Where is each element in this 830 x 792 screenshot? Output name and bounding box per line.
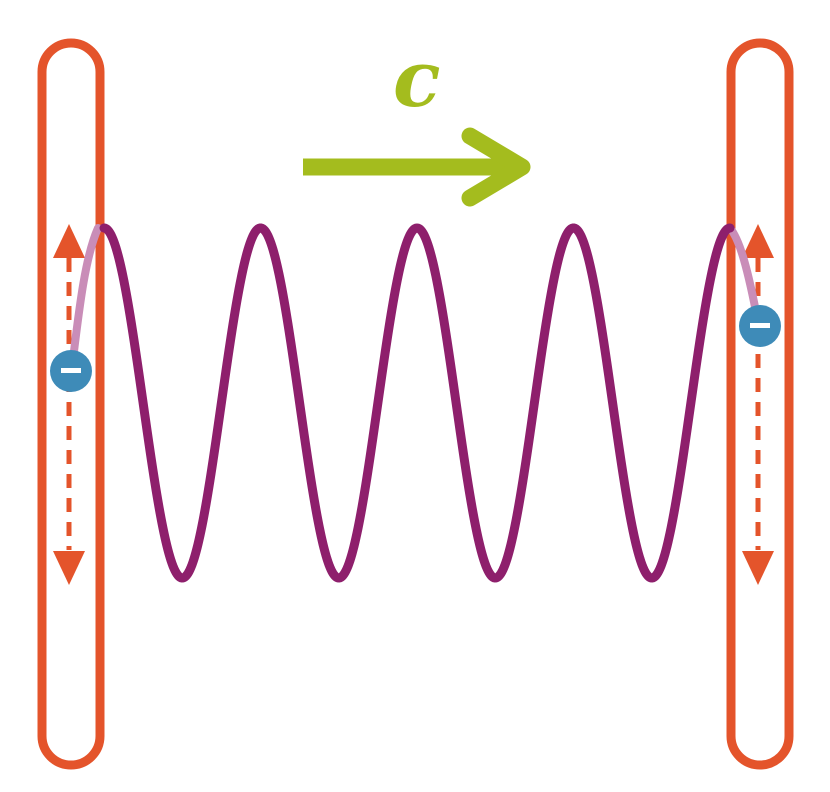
right-antenna: [726, 38, 794, 770]
right-electron-icon: [739, 305, 781, 347]
speed-of-light-label: c: [393, 34, 441, 125]
left-antenna: [37, 38, 105, 770]
left-electron-icon: [50, 350, 92, 392]
left-wave-tail: [68, 224, 102, 372]
propagation-arrow-icon: [303, 127, 531, 207]
left-oscillation-arrow-icon: [53, 224, 85, 585]
electromagnetic-wave: [99, 223, 735, 583]
